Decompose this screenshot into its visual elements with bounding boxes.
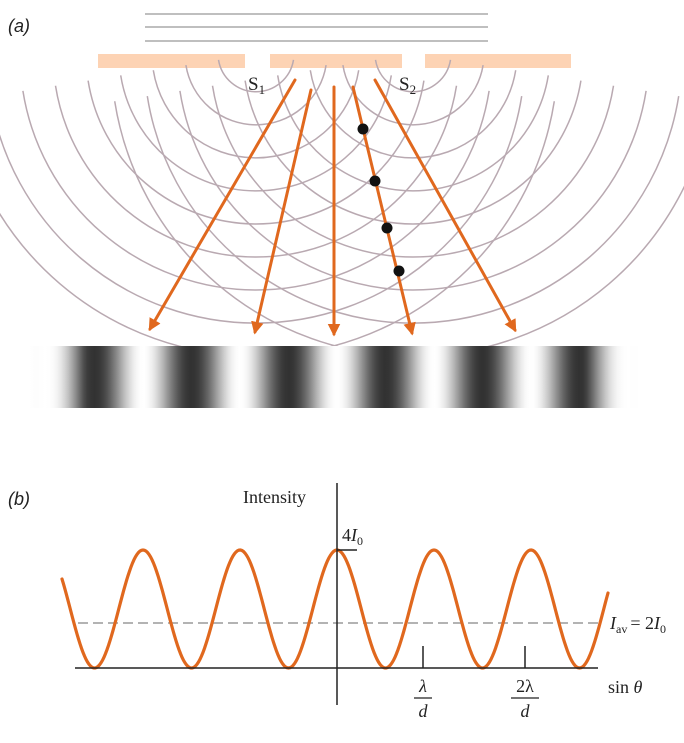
wavefront-arc bbox=[152, 70, 360, 159]
constructive-points bbox=[357, 123, 405, 277]
average-label: Iav= 2I0 bbox=[609, 613, 666, 636]
constructive-point bbox=[357, 123, 369, 135]
wavefront-arc bbox=[87, 80, 425, 225]
wavefronts-slit-1 bbox=[0, 59, 556, 357]
y-axis-label: Intensity bbox=[243, 487, 306, 507]
wavefront-arc bbox=[211, 85, 615, 258]
x-axis-label: sin θ bbox=[608, 677, 643, 697]
barrier-left bbox=[98, 54, 245, 68]
rays bbox=[148, 78, 517, 337]
tick-2-numerator: 2λ bbox=[516, 676, 534, 696]
wavefront-arc bbox=[119, 75, 393, 192]
wavefront-arc bbox=[54, 85, 458, 258]
wavefront-arc bbox=[146, 95, 680, 324]
constructive-point bbox=[369, 175, 381, 187]
wavefront-arc bbox=[374, 59, 452, 93]
fringe-screen bbox=[30, 346, 640, 408]
panel-a-label: (a) bbox=[8, 16, 30, 36]
wavefront-arc bbox=[217, 59, 295, 93]
wavefronts-slit-2 bbox=[113, 59, 684, 357]
wavefront-arc bbox=[309, 70, 517, 159]
intensity-curve bbox=[60, 548, 610, 670]
ray-left bbox=[251, 88, 313, 335]
wavefront-arc bbox=[244, 80, 582, 225]
ray-far-right bbox=[373, 78, 517, 333]
slit-2-label: S2 bbox=[399, 74, 416, 97]
slit-1-label: S1 bbox=[248, 74, 265, 97]
tick-2-denominator: d bbox=[521, 701, 531, 721]
barrier-middle bbox=[270, 54, 402, 68]
slit-labels: S1 S2 bbox=[248, 74, 416, 97]
tick-1-numerator: λ bbox=[418, 676, 427, 696]
wavefront-arc bbox=[179, 90, 647, 291]
panel-b-label: (b) bbox=[8, 489, 30, 509]
incident-wavefronts bbox=[145, 13, 488, 42]
peak-label: 4I0 bbox=[342, 525, 363, 548]
wavefront-arc bbox=[276, 75, 550, 192]
constructive-point bbox=[393, 265, 405, 277]
ray-far-left bbox=[148, 78, 297, 332]
axes bbox=[75, 483, 598, 705]
barrier-right bbox=[425, 54, 571, 68]
tick-1-denominator: d bbox=[419, 701, 429, 721]
tick-label-1: λ d bbox=[414, 676, 432, 721]
constructive-point bbox=[381, 222, 393, 234]
barrier bbox=[98, 54, 571, 68]
tick-label-2: 2λ d bbox=[511, 676, 539, 721]
